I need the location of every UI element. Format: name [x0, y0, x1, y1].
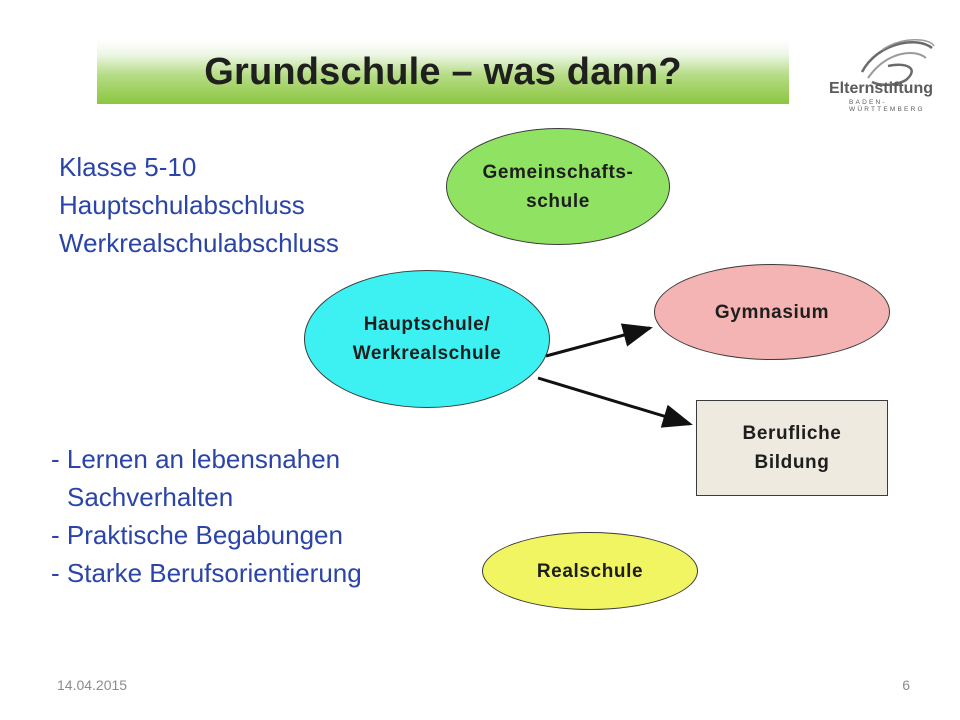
footer-date: 14.04.2015: [57, 677, 128, 693]
arrow-to-gymnasium: [545, 323, 653, 358]
arrow-to-berufliche-bildung: [537, 376, 693, 428]
text-line: Sachverhalten: [67, 482, 234, 512]
page-number: 6: [902, 677, 910, 693]
node-hauptschule-werkrealschule: Hauptschule/ Werkrealschule: [304, 270, 550, 408]
logo-name: Elternstiftung: [829, 80, 933, 97]
slide-title: Grundschule – was dann?: [204, 50, 682, 93]
text-line: Hauptschulabschluss: [59, 190, 305, 220]
elternstiftung-logo-icon: [860, 39, 935, 86]
text-line: Werkrealschulabschluss: [59, 228, 339, 258]
text-line: - Praktische Begabungen: [51, 520, 343, 550]
text-line: - Lernen an lebensnahen: [51, 444, 341, 474]
node-berufliche-bildung: Berufliche Bildung: [696, 400, 888, 496]
text-block-klasse: Klasse 5-10 Hauptschulabschluss Werkreal…: [59, 148, 339, 262]
node-gymnasium: Gymnasium: [654, 264, 890, 360]
text-line: Klasse 5-10: [59, 152, 197, 182]
node-gemeinschaftsschule: Gemeinschafts- schule: [446, 128, 670, 245]
text-block-features: - Lernen an lebensnahen Sachverhalten - …: [51, 440, 362, 592]
text-line: - Starke Berufsorientierung: [51, 558, 362, 588]
logo-subtitle: BADEN-WÜRTTEMBERG: [849, 99, 925, 113]
node-realschule: Realschule: [482, 532, 698, 610]
title-bar: [97, 40, 789, 104]
